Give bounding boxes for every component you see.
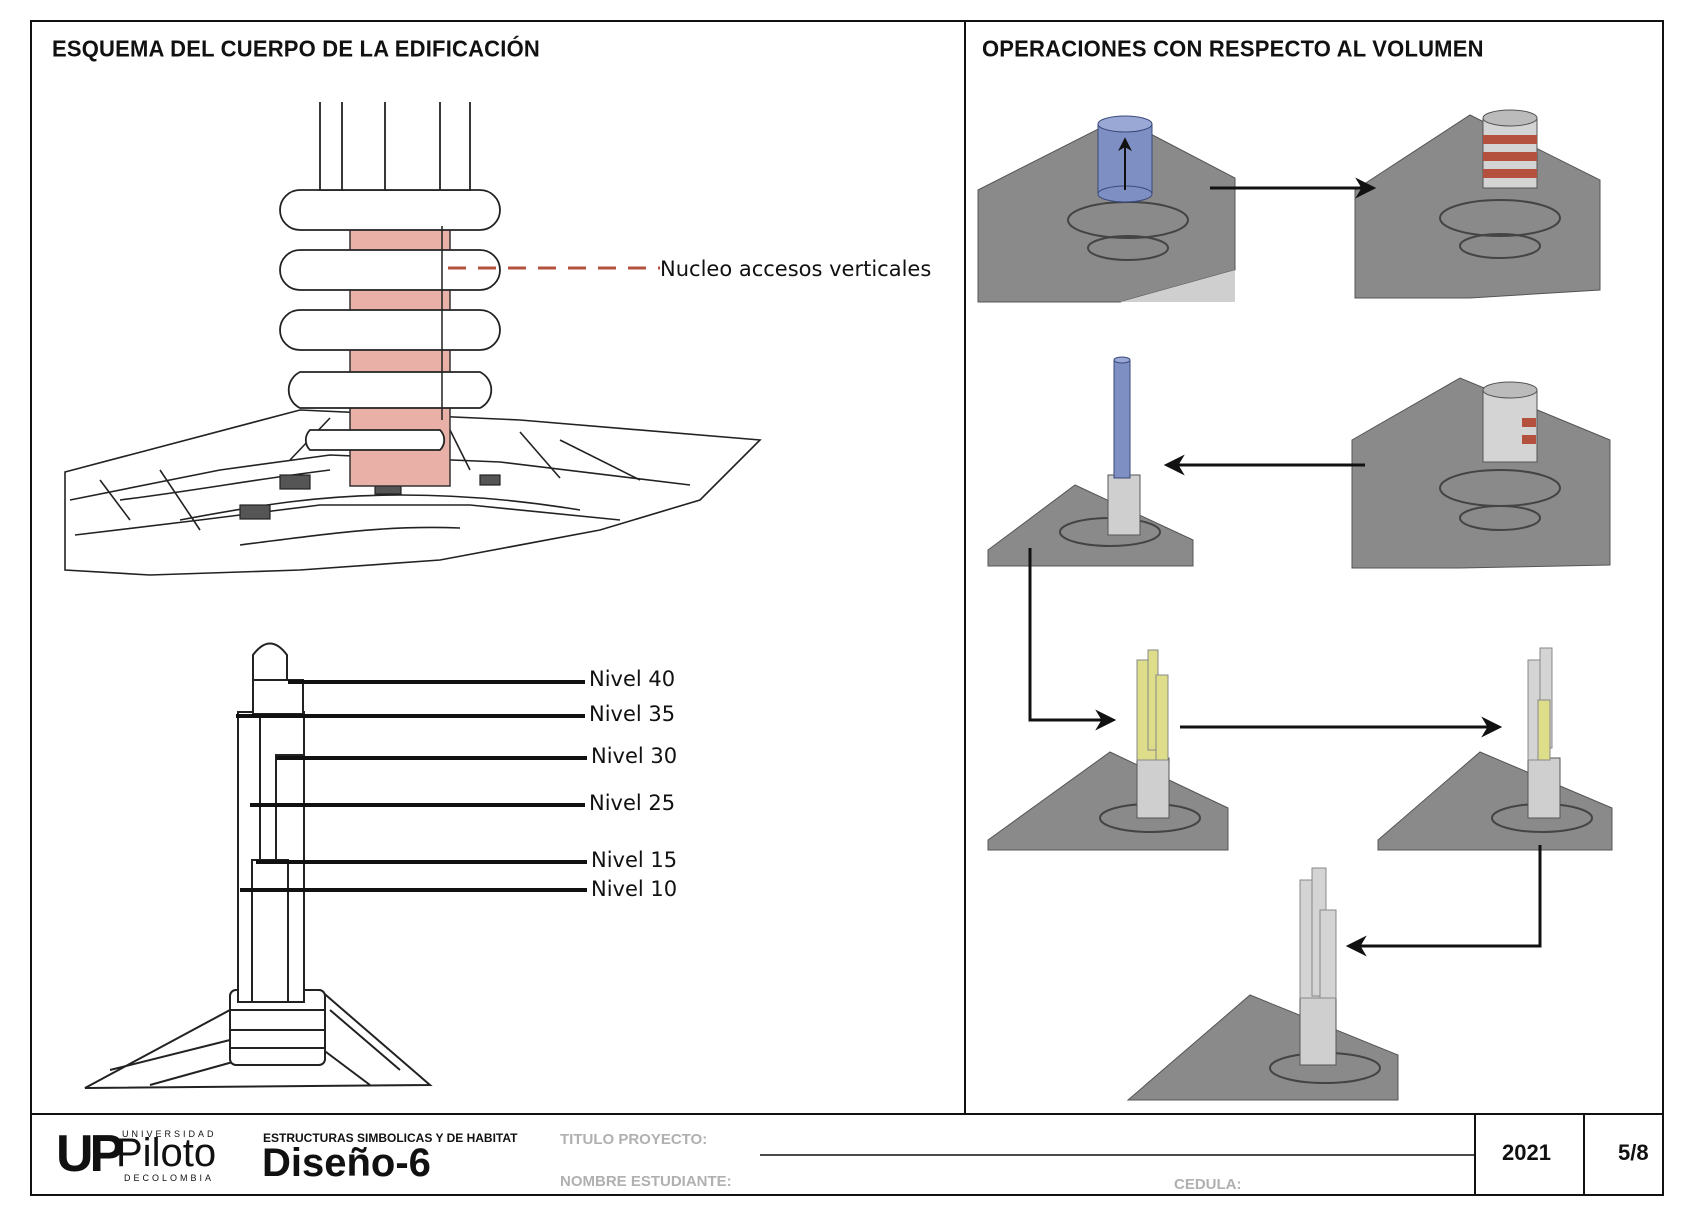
title-block	[30, 1113, 1664, 1196]
step-2-model	[1354, 109, 1601, 299]
level-label: Nivel 25	[589, 791, 676, 815]
sheet-frame	[30, 20, 1664, 1196]
student-label: NOMBRE ESTUDIANTE:	[560, 1173, 732, 1190]
level-label: Nivel 30	[591, 744, 678, 768]
logo-name: Piloto	[116, 1131, 217, 1175]
step-7-model	[1126, 867, 1399, 1101]
course-name: Diseño-6	[262, 1141, 431, 1185]
page-number: 5/8	[1618, 1140, 1649, 1165]
spiral-rings	[279, 189, 501, 451]
level-label: Nivel 35	[589, 702, 676, 726]
panel-divider	[964, 20, 966, 1115]
step-4-model	[987, 356, 1194, 567]
right-panel-title: OPERACIONES CON RESPECTO AL VOLUMEN	[982, 35, 1484, 62]
year: 2021	[1502, 1140, 1551, 1165]
left-panel-title: ESQUEMA DEL CUERPO DE LA EDIFICACIÓN	[52, 35, 540, 62]
step-3-model	[1351, 377, 1611, 569]
level-lines	[236, 680, 587, 892]
project-label: TITULO PROYECTO:	[560, 1131, 708, 1148]
step-1-model	[977, 115, 1236, 303]
core-annotation: Nucleo accesos verticales	[660, 257, 932, 281]
step-6-model	[1377, 647, 1613, 851]
level-label: Nivel 10	[591, 877, 678, 901]
logo-bottom-text: DECOLOMBIA	[124, 1173, 215, 1183]
level-label: Nivel 15	[591, 848, 678, 872]
footer-divider	[1583, 1115, 1585, 1196]
university-logo-mark: UP	[56, 1125, 124, 1183]
course-title: ESTRUCTURAS SIMBOLICAS Y DE HABITAT	[263, 1131, 518, 1145]
logo-top-text: UNIVERSIDAD	[122, 1129, 217, 1139]
footer-divider	[1474, 1115, 1476, 1196]
tower-sketch	[84, 642, 433, 1089]
step-5-model	[987, 649, 1229, 851]
id-label: CEDULA:	[1174, 1176, 1242, 1193]
level-label: Nivel 40	[589, 667, 676, 691]
upper-columns	[319, 102, 471, 191]
